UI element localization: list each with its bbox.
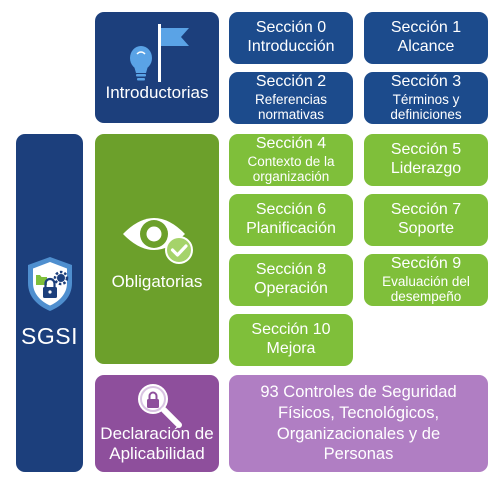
section-5: Sección 5 Liderazgo [364, 134, 488, 186]
section-title: Sección 5 [390, 141, 462, 159]
section-0: Sección 0 Introducción [229, 12, 353, 64]
controls-box: 93 Controles de Seguridad Físicos, Tecno… [229, 375, 488, 472]
category-obligatorias: Obligatorias [95, 134, 219, 364]
section-title: Sección 4 [255, 135, 327, 153]
category-introductorias: Introductorias [95, 12, 219, 123]
section-10: Sección 10 Mejora [229, 314, 353, 366]
section-title: Sección 9 [390, 255, 462, 273]
section-subtitle: Evaluación del desempeño [382, 274, 470, 305]
sgsi-label: SGSI [21, 323, 78, 350]
category-label: Obligatorias [111, 271, 203, 291]
section-7: Sección 7 Soporte [364, 194, 488, 246]
shield-lock-icon [25, 255, 75, 313]
section-1: Sección 1 Alcance [364, 12, 488, 64]
section-4: Sección 4 Contexto de la organización [229, 134, 353, 186]
category-declaracion: Declaración de Aplicabilidad [95, 375, 219, 472]
section-3: Sección 3 Términos y definiciones [364, 72, 488, 124]
section-subtitle: Contexto de la organización [247, 154, 335, 185]
section-title: Sección 0 [255, 19, 327, 37]
section-subtitle: Alcance [397, 38, 455, 55]
section-subtitle: Términos y definiciones [390, 92, 462, 123]
section-subtitle: Referencias normativas [254, 92, 328, 123]
section-8: Sección 8 Operación [229, 254, 353, 306]
section-title: Sección 1 [390, 19, 462, 37]
sgsi-bar: SGSI [16, 134, 83, 472]
section-9: Sección 9 Evaluación del desempeño [364, 254, 488, 306]
section-subtitle: Mejora [266, 340, 316, 357]
lock-magnifier-icon [135, 381, 183, 429]
category-label: Declaración de Aplicabilidad [100, 423, 214, 463]
section-title: Sección 8 [255, 261, 327, 279]
section-subtitle: Operación [254, 280, 328, 297]
section-subtitle: Soporte [397, 220, 455, 237]
section-subtitle: Planificación [246, 220, 336, 237]
section-title: Sección 6 [255, 201, 327, 219]
section-2: Sección 2 Referencias normativas [229, 72, 353, 124]
controls-text: 93 Controles de Seguridad Físicos, Tecno… [260, 383, 457, 464]
section-title: Sección 10 [251, 321, 331, 339]
section-subtitle: Liderazgo [390, 160, 462, 177]
category-label: Introductorias [105, 82, 209, 102]
eye-check-icon [117, 206, 197, 266]
section-title: Sección 3 [390, 73, 462, 91]
section-title: Sección 2 [255, 73, 327, 91]
section-6: Sección 6 Planificación [229, 194, 353, 246]
section-title: Sección 7 [390, 201, 462, 219]
section-subtitle: Introducción [247, 38, 335, 55]
lightbulb-flag-icon [125, 20, 191, 84]
